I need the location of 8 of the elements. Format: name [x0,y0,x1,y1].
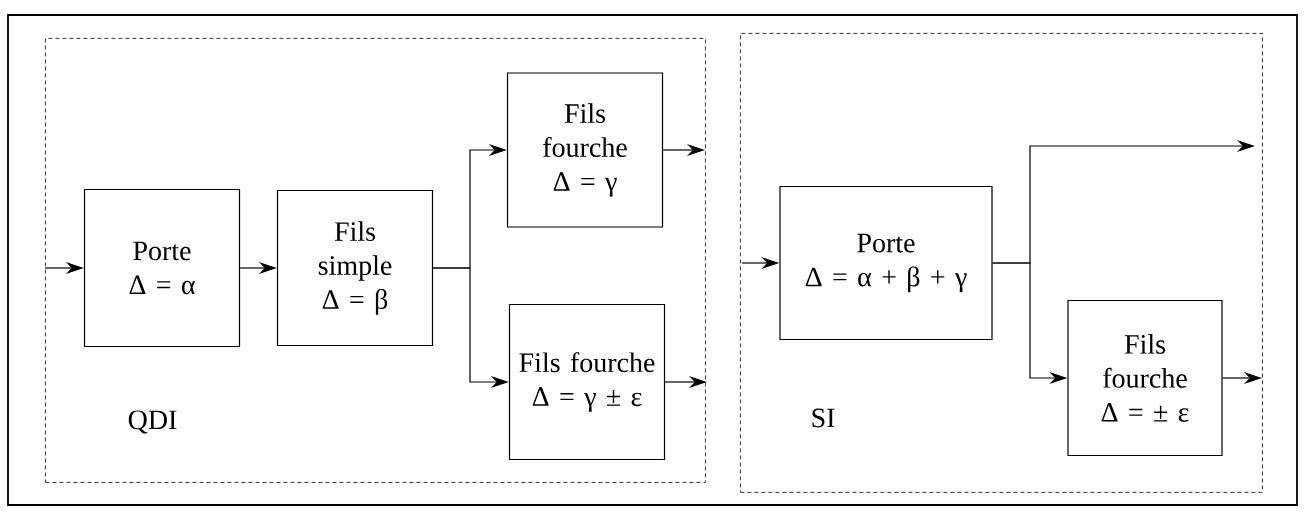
block-box: Fils fourche Δ = γ [506,72,664,228]
panel-label: QDI [128,410,177,434]
block-box: Fils fourche Δ = γ ± ε [508,303,666,461]
block-box: Porte Δ = α + β + γ [779,185,993,341]
block-box: Fils fourche Δ = ± ε [1067,299,1223,457]
block-box: Fils simple Δ = β [276,189,434,347]
panel-label: SI [812,408,835,428]
block-box: Porte Δ = α [83,188,241,348]
